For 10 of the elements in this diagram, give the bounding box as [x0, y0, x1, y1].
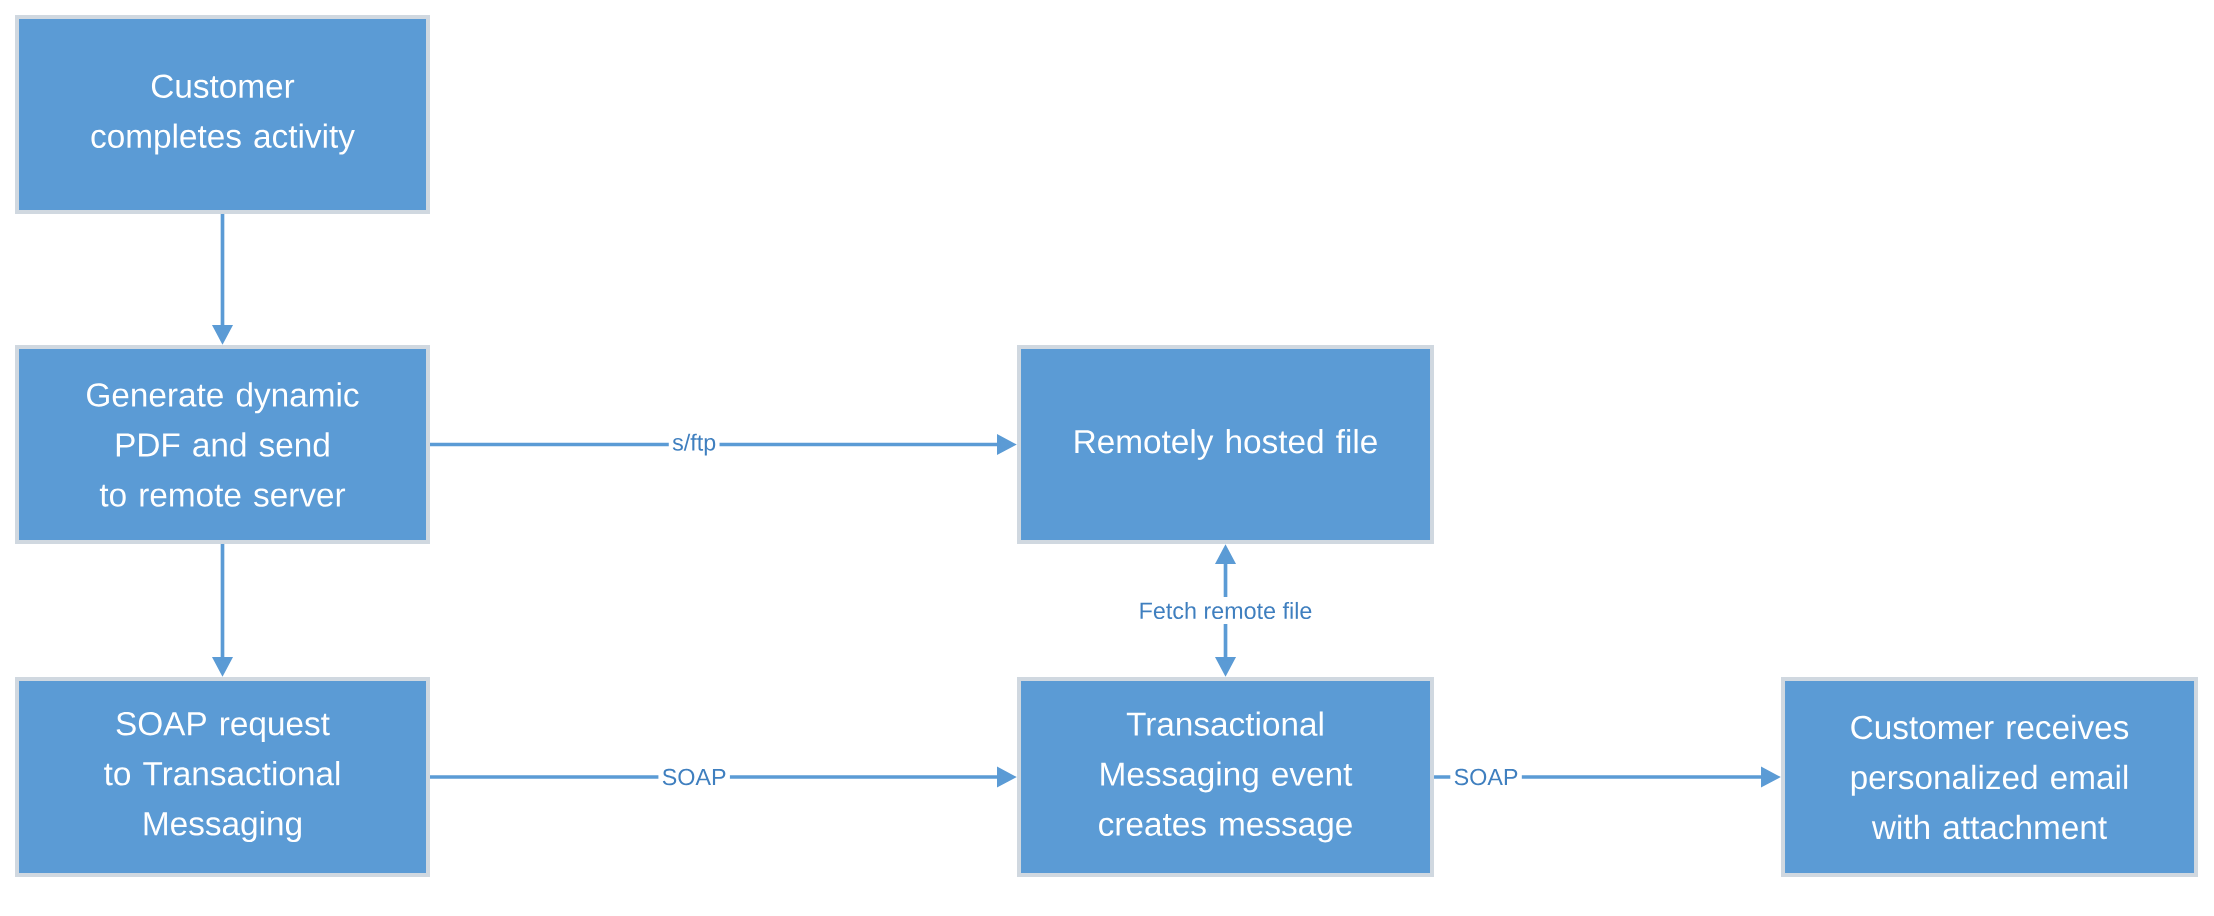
edge-label: Fetch remote file — [1140, 601, 1312, 620]
process-box: Remotely hosted file — [1017, 345, 1434, 544]
edge-label: s/ftp — [672, 433, 716, 456]
edge-label: SOAP — [1454, 768, 1518, 786]
edge-label: SOAP — [662, 768, 726, 786]
process-box: Customer completes activity — [15, 15, 430, 214]
process-box: Generate dynamic PDF and send to remote server — [15, 345, 430, 544]
process-box: Customer receives personalized email with attachment — [1781, 677, 2198, 877]
process-box: SOAP request to Transactional Messaging — [15, 677, 430, 877]
process-box: Transactional Messaging event creates message — [1017, 677, 1434, 877]
